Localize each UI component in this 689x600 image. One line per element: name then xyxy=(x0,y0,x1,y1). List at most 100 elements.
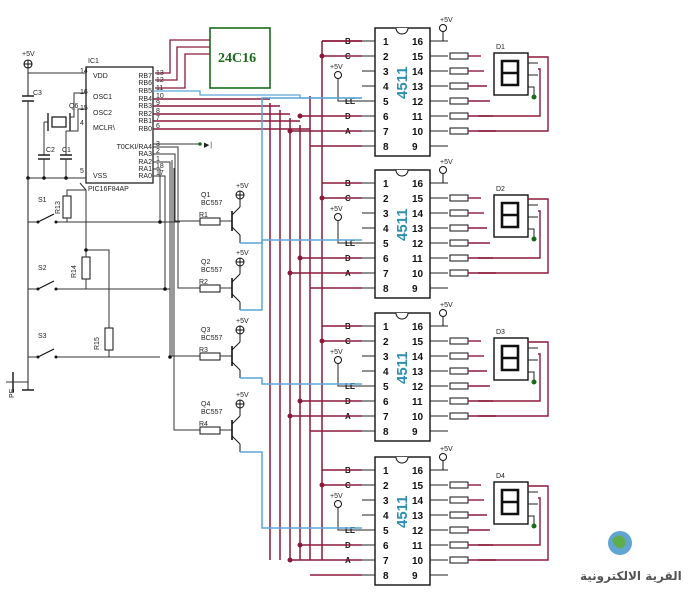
decoder-right-pin: 12 xyxy=(412,97,424,108)
vcc-label-mcu: +5V xyxy=(22,51,35,58)
mcu-pin-osc1: OSC1 xyxy=(93,94,112,101)
decoder-left-pin: 4 xyxy=(383,82,389,93)
decoder-right-pin: 15 xyxy=(412,337,424,348)
mcu-pin-9: RA3 xyxy=(138,151,152,158)
decoder-chip-label: 4511 xyxy=(394,351,411,384)
decoder-chip xyxy=(374,169,431,299)
decoder-supply-left: +5V xyxy=(330,493,343,500)
decoder-left-pin: 1 xyxy=(383,466,389,477)
mcu-pin-11: RA1 xyxy=(138,166,152,173)
transistor-type: BC557 xyxy=(201,335,223,342)
mcu-pin-5: RB2 xyxy=(138,111,152,118)
decoder-right-pin: 16 xyxy=(412,179,424,190)
decoder-right-pin: 10 xyxy=(412,269,424,280)
decoder-right-pin: 16 xyxy=(412,466,424,477)
decoder-supply: +5V xyxy=(440,17,453,24)
eeprom-24c16: 24C16 xyxy=(209,27,271,89)
decoder-supply-left: +5V xyxy=(330,349,343,356)
mcu-pinnum-5: 8 xyxy=(156,108,160,115)
decoder-chip xyxy=(374,312,431,442)
decoder-left-pin: 8 xyxy=(383,284,389,295)
mcu-pinnum-6: 7 xyxy=(156,115,160,122)
latch-enable-wires xyxy=(153,90,362,529)
mcu-pin-8: T0CKI/RA4 xyxy=(117,144,153,151)
mcu-pin-0: RB7 xyxy=(138,73,152,80)
decoder-left-pin: 7 xyxy=(383,269,389,280)
base-resistor-label: R4 xyxy=(199,421,208,428)
segment-resistor xyxy=(449,52,469,60)
segment-resistor xyxy=(449,556,469,564)
decoder-left-pin: 8 xyxy=(383,571,389,582)
decoder-supply-left: +5V xyxy=(330,64,343,71)
decoder-left-pin: 2 xyxy=(383,337,389,348)
mcu-pinnum-9: 2 xyxy=(156,148,160,155)
decoder-right-pin: 9 xyxy=(412,571,418,582)
segment-resistor xyxy=(449,412,469,420)
decoder-right-pin: 12 xyxy=(412,382,424,393)
decoder-chip-label: 4511 xyxy=(394,495,411,528)
base-resistor xyxy=(199,352,221,361)
decoder-left-pin: 6 xyxy=(383,397,389,408)
decoder-supply-left: +5V xyxy=(330,206,343,213)
mcu-pin-4: RB3 xyxy=(138,103,152,110)
segment-resistor xyxy=(449,112,469,120)
mcu-pin-2: RB5 xyxy=(138,88,152,95)
mcu-pinnum-2: 11 xyxy=(156,85,163,92)
decoder-right-pin: 12 xyxy=(412,239,424,250)
cap-c2-label: C2 xyxy=(46,147,55,154)
mcu-pinnum-3: 10 xyxy=(156,93,164,100)
decoder-left-pin: 2 xyxy=(383,194,389,205)
segment-resistor xyxy=(449,269,469,277)
segment-resistor xyxy=(449,481,469,489)
mcu-pin-vss: VSS xyxy=(93,173,107,180)
mcu-pin-3: RB4 xyxy=(138,96,152,103)
segment-resistor xyxy=(449,496,469,504)
decoder-right-pin: 16 xyxy=(412,37,424,48)
mcu-pinnum-4: 9 xyxy=(156,100,160,107)
decoder-left-pin: 4 xyxy=(383,367,389,378)
mcu-pin-7: RB0 xyxy=(138,126,152,133)
decoder-left-pin: 6 xyxy=(383,541,389,552)
segment-resistor xyxy=(449,82,469,90)
switch-s3: S3 xyxy=(28,333,160,359)
mcu-pin-mclr: MCLR\ xyxy=(93,125,115,132)
vcc-label: +5V xyxy=(236,392,249,399)
decoder-right-pin: 15 xyxy=(412,481,424,492)
mcu-pinnum-mclr: 4 xyxy=(80,120,84,127)
left-power-network: +5V C3 Q6 C2 C1 xyxy=(22,51,86,180)
eeprom-wires xyxy=(155,39,210,89)
ground-label: PE xyxy=(9,388,16,398)
display-label: D4 xyxy=(496,473,505,480)
decoder-right-pin: 14 xyxy=(412,67,424,78)
decoder-right-pin: 13 xyxy=(412,511,424,522)
decoder-right-pin: 11 xyxy=(412,541,423,552)
transistor-ref: Q3 xyxy=(201,327,210,334)
watermark: القرية الالكترونية xyxy=(580,531,682,584)
segment-resistor xyxy=(449,382,469,390)
transistor-type: BC557 xyxy=(201,409,223,416)
decoder-right-pin: 11 xyxy=(412,112,423,123)
switch-network: PE S1 S2 S3 R13 R14 R15 xyxy=(6,141,213,398)
switch-s1-label: S1 xyxy=(38,197,47,204)
decoder-left-pin: 7 xyxy=(383,412,389,423)
base-resistor xyxy=(199,426,221,435)
base-resistor-label: R1 xyxy=(199,212,208,219)
mcu-pin-6: RB1 xyxy=(138,118,152,125)
base-resistor-label: R3 xyxy=(199,347,208,354)
decoder-right-pin: 11 xyxy=(412,254,423,265)
mcu-pin-1: RB6 xyxy=(138,80,152,87)
decoder-right-pin: 9 xyxy=(412,284,418,295)
segment-resistor xyxy=(449,337,469,345)
decoder-left-pin: 2 xyxy=(383,52,389,63)
segment-resistor xyxy=(449,541,469,549)
decoder-chip xyxy=(374,456,431,586)
segment-resistor xyxy=(449,97,469,105)
